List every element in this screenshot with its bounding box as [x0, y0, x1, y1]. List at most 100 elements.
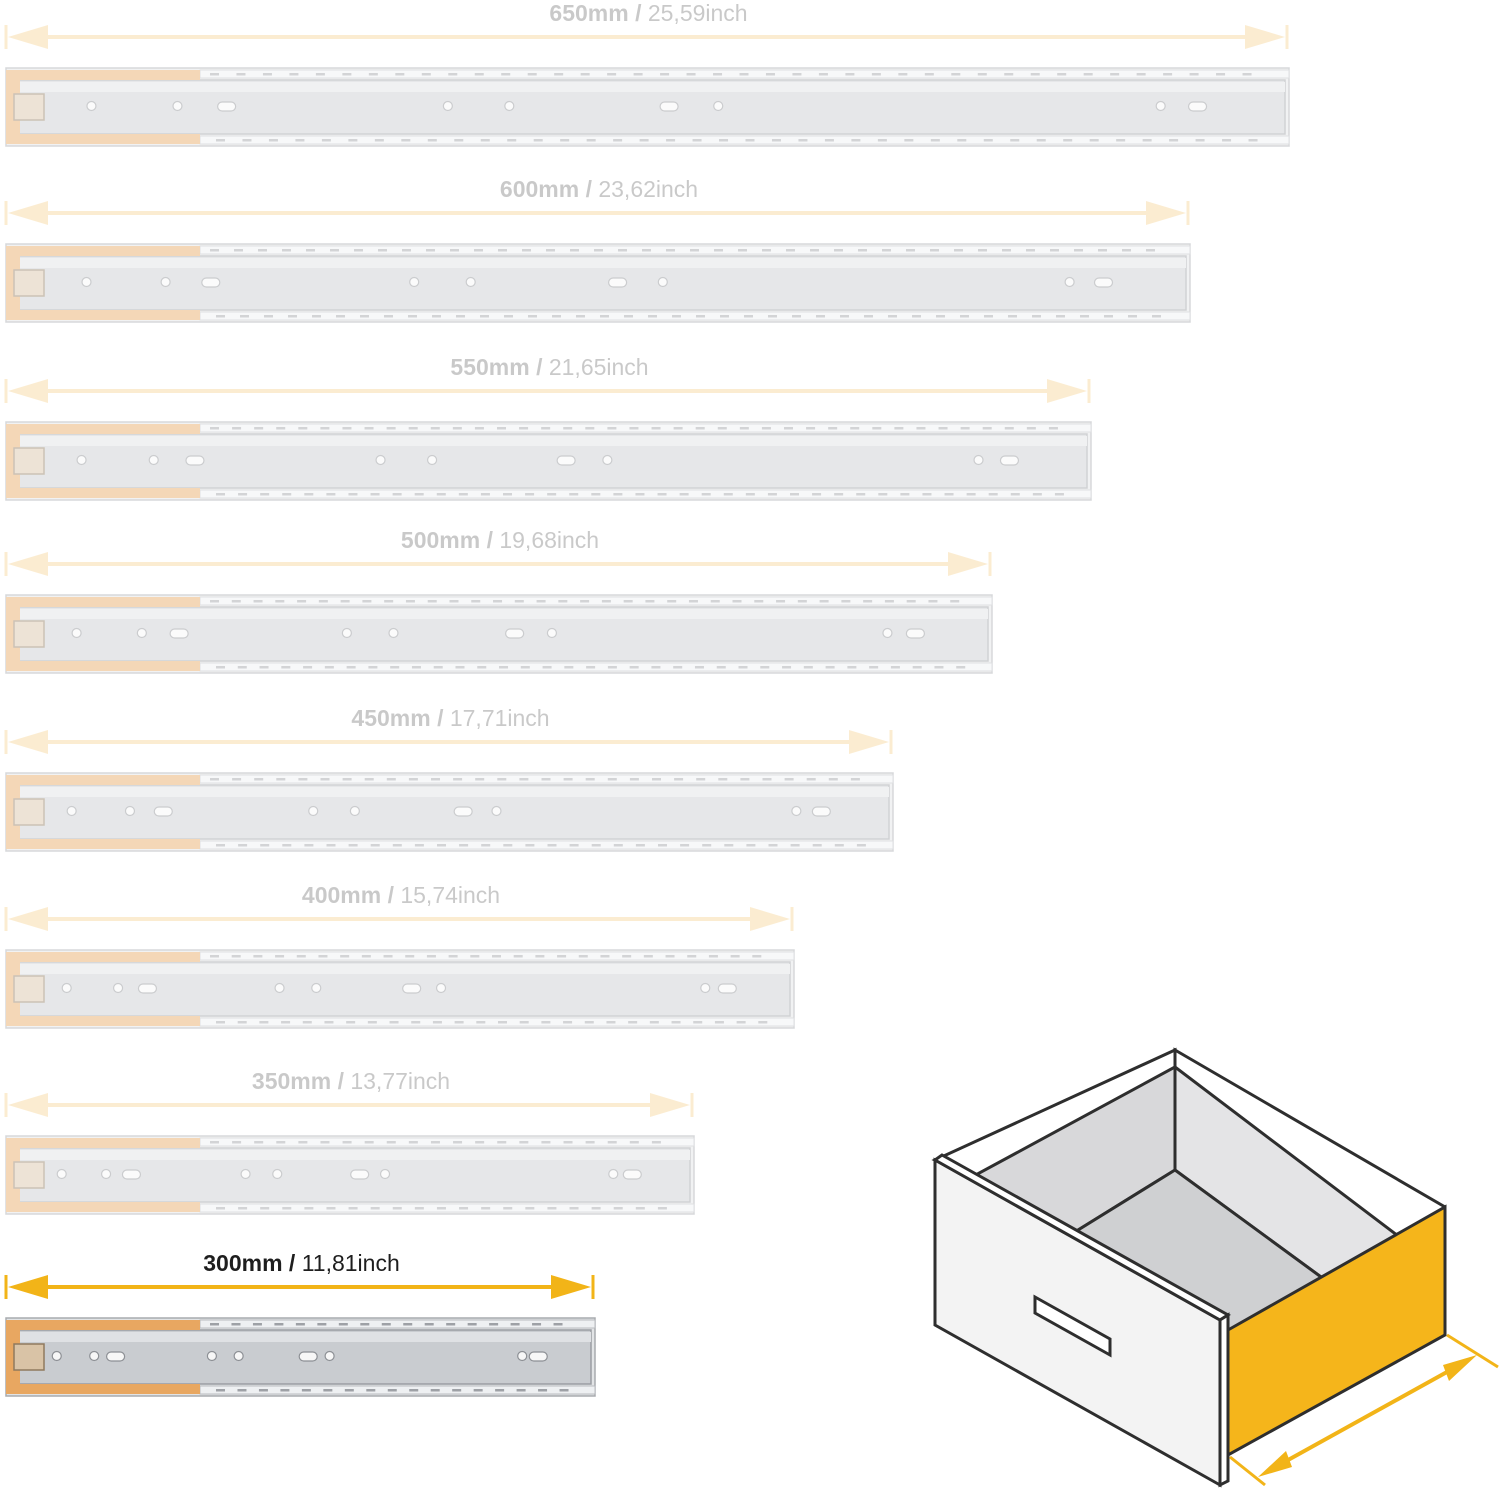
rail-bearing-mark [519, 1141, 529, 1144]
rail-bearing-mark [519, 1021, 529, 1024]
rail-bearing-mark [786, 249, 795, 252]
rail-bearing-mark [546, 249, 555, 252]
rail-bearing-mark [541, 1141, 551, 1144]
rail-bearing-mark [648, 315, 657, 318]
rail-bearing-mark [745, 139, 755, 142]
rail-bearing-mark [360, 1323, 370, 1326]
rail-bearing-mark [312, 315, 321, 318]
rail-bearing-mark [298, 427, 308, 430]
rail-bearing-mark [489, 1323, 499, 1326]
rail-round-hole [71, 627, 82, 639]
rail-bearing-mark [714, 249, 723, 252]
arrowhead-right [650, 1093, 690, 1117]
rail-bearing-mark [954, 249, 963, 252]
rail-bearing-mark [688, 600, 698, 603]
rail-round-hole [112, 982, 124, 994]
slide-size-row-550: 550mm / 21,65inch [0, 354, 1099, 519]
rail-bearing-mark [476, 1021, 486, 1024]
rail-bottom-channel [199, 1203, 695, 1213]
rail-bearing-mark [275, 955, 285, 958]
rail-bearing-mark [607, 73, 617, 76]
rail-bearing-mark [557, 955, 567, 958]
rail-bearing-mark [474, 427, 484, 430]
rail-bearing-mark [338, 1323, 348, 1326]
rail-slot-hole [556, 455, 576, 466]
rail-bearing-mark [784, 778, 794, 781]
drawer-slide-rail [5, 594, 993, 674]
rail-bearing-mark [216, 1207, 225, 1210]
rail-bearing-mark [492, 955, 501, 958]
rail-bearing-mark [629, 666, 639, 669]
rail-round-hole [66, 805, 77, 817]
rail-bearing-mark [898, 73, 908, 76]
rail-bearing-mark [613, 844, 623, 847]
rail-slot-hole [105, 1351, 126, 1362]
rail-bearing-mark [268, 139, 278, 142]
size-label: 600mm / 23,62inch [500, 176, 698, 202]
rail-slot-hole [607, 277, 628, 288]
rail-bearing-mark [600, 315, 609, 318]
rail-bearing-mark [295, 1323, 305, 1326]
rail-round-hole [602, 454, 613, 466]
rail-bearing-mark [758, 1021, 768, 1024]
rail-bearing-mark [234, 249, 243, 252]
rail-bearing-mark [522, 249, 531, 252]
rail-bearing-mark [480, 315, 489, 318]
rail-slot-hole [350, 1169, 370, 1180]
rail-bearing-mark [453, 1141, 463, 1144]
rail-bearing-mark [427, 139, 437, 142]
rail-bearing-mark [723, 493, 733, 496]
rail-round-hole [791, 805, 802, 817]
size-label: 300mm / 11,81inch [203, 1250, 400, 1276]
rail-bearing-mark [701, 493, 711, 496]
rail-slot-hole [169, 628, 189, 639]
rail-bearing-mark [1110, 73, 1120, 76]
rail-bearing-mark [210, 249, 219, 252]
rail-bearing-mark [782, 666, 792, 669]
rail-top-channel [199, 774, 894, 784]
rail-bearing-mark [304, 844, 314, 847]
size-inch-label: 15,74inch [400, 882, 501, 908]
rail-bearing-mark [553, 1323, 563, 1326]
rail-bearing-mark [282, 493, 292, 496]
rail-bearing-mark [387, 1389, 397, 1392]
rail-bearing-mark [210, 73, 219, 76]
rail-bearing-mark [216, 1389, 225, 1392]
rail-bearing-mark [613, 1207, 623, 1210]
rail-bearing-mark [966, 493, 976, 496]
rail-bottom-channel [199, 662, 993, 672]
rail-bearing-mark [569, 493, 579, 496]
rail-bearing-mark [366, 1389, 376, 1392]
rail-round-hole [504, 100, 515, 112]
rail-bearing-mark [252, 1323, 262, 1326]
dimension-arrow [4, 552, 992, 576]
rail-bearing-mark [738, 666, 748, 669]
drawer-side-panel [1226, 1204, 1447, 1458]
slide-size-row-350: 350mm / 13,77inch [0, 1068, 702, 1233]
rail-bearing-mark [713, 73, 723, 76]
slide-size-row-650: 650mm / 25,59inch [0, 0, 1297, 165]
rail-bearing-mark [736, 1021, 746, 1024]
rail-bearing-mark [639, 139, 649, 142]
rail-bearing-mark [370, 493, 380, 496]
rail-inner-member [15, 79, 1286, 135]
rail-bearing-mark [282, 1207, 292, 1210]
rail-bearing-mark [752, 955, 762, 958]
rail-bearing-mark [421, 73, 431, 76]
rail-bearing-mark [944, 493, 954, 496]
rail-slot-hole [185, 455, 205, 466]
rail-bearing-mark [401, 139, 411, 142]
rail-bearing-mark [424, 1323, 434, 1326]
drawer-slide-rail [5, 1317, 596, 1397]
rail-round-hole [86, 100, 97, 112]
rail-bearing-mark [591, 1207, 601, 1210]
rail-round-hole [51, 1350, 62, 1362]
rail-bearing-mark [360, 315, 369, 318]
rail-bearing-mark [386, 1141, 396, 1144]
rail-bearing-mark [216, 315, 225, 318]
rail-bearing-mark [346, 1021, 356, 1024]
rail-bearing-mark [253, 955, 263, 958]
rail-bearing-mark [216, 666, 225, 669]
slide-size-row-450: 450mm / 17,71inch [0, 705, 901, 870]
drawer-slide-rail [5, 949, 795, 1029]
